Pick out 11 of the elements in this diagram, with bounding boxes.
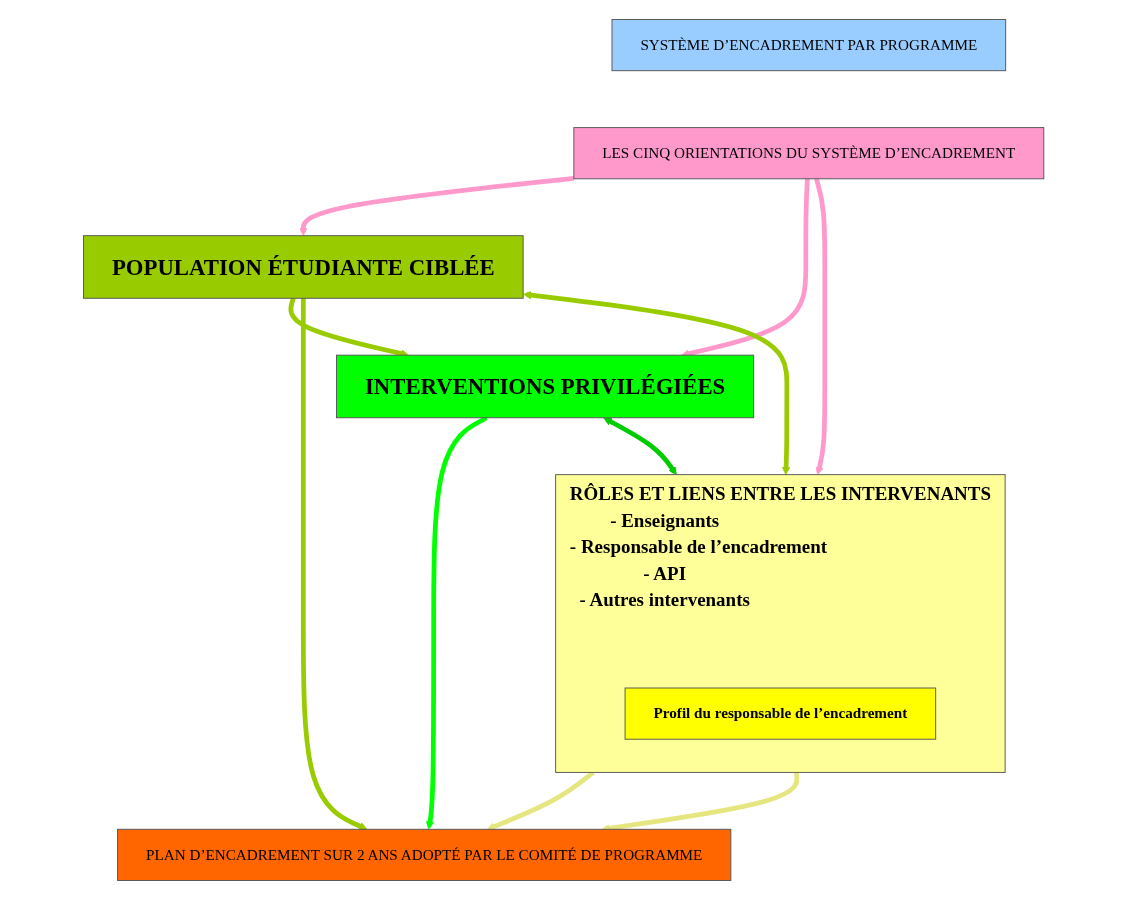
node-box: Profil du responsable de l’encadrement	[624, 687, 937, 740]
arrow	[301, 298, 368, 831]
node-box: POPULATION ÉTUDIANTE CIBLÉE	[83, 235, 524, 299]
arrow	[299, 175, 575, 237]
node-box: PLAN D’ENCADREMENT SUR 2 ANS ADOPTÉ PAR LE COMITÉ DE PROGRAMME	[117, 828, 732, 881]
node-box: LES CINQ ORIENTATIONS DU SYSTÈME D’ENCADREMENT	[573, 127, 1045, 180]
node-box: SYSTÈME D’ENCADREMENT PAR PROGRAMME	[611, 19, 1007, 72]
arrow	[603, 417, 678, 476]
node-box: INTERVENTIONS PRIVILÉGIÉES	[336, 354, 755, 419]
arrow	[523, 290, 791, 476]
arrow	[814, 178, 828, 476]
